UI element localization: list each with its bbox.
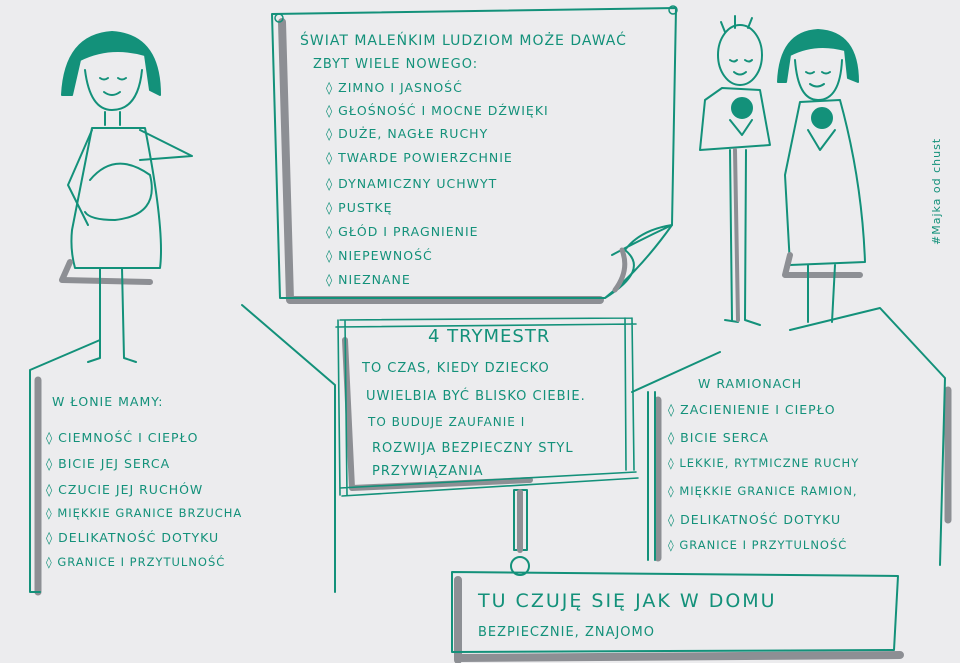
left-house-outline bbox=[29, 304, 336, 596]
list-item-label: Duże, nagłe ruchy bbox=[338, 126, 489, 141]
list-item-label: Pustkę bbox=[338, 200, 393, 215]
left-house-title: W łonie mamy: bbox=[52, 394, 164, 409]
list-item-label: Czucie jej ruchów bbox=[58, 482, 204, 497]
list-item: ◊ Bicie serca bbox=[668, 430, 769, 445]
top-card-title: Świat maleńkim ludziom może dawać bbox=[300, 33, 627, 49]
list-item: ◊ Miękkie granice brzucha bbox=[46, 506, 243, 520]
list-item-label: Granice i przytulność bbox=[679, 538, 848, 552]
list-item: ◊ Lekkie, rytmiczne ruchy bbox=[668, 456, 860, 470]
list-item-label: Bicie jej serca bbox=[58, 456, 171, 471]
list-item-label: Miękkie granice ramion, bbox=[679, 484, 858, 498]
list-item-label: Głód i pragnienie bbox=[338, 224, 479, 239]
list-item: ◊ Delikatność dotyku bbox=[668, 512, 842, 527]
bottom-box-line1: Tu czuję się jak w domu bbox=[478, 590, 777, 612]
list-item-label: Ciemność i ciepło bbox=[58, 430, 199, 445]
list-item: ◊ Czucie jej ruchów bbox=[46, 482, 204, 497]
list-item: ◊ Delikatność dotyku bbox=[46, 530, 220, 545]
list-item: ◊ Głośność i mocne dźwięki bbox=[326, 103, 549, 118]
list-item-label: Głośność i mocne dźwięki bbox=[338, 103, 549, 118]
list-item-label: Lekkie, rytmiczne ruchy bbox=[679, 456, 860, 470]
list-item: ◊ Twarde powierzchnie bbox=[326, 150, 513, 165]
list-item-label: Twarde powierzchnie bbox=[338, 150, 513, 165]
exclamation-mark bbox=[510, 489, 530, 576]
list-item: ◊ Granice i przytulność bbox=[668, 538, 848, 552]
list-item-label: Miękkie granice brzucha bbox=[57, 506, 243, 520]
center-card-line: To czas, kiedy dziecko bbox=[362, 361, 550, 376]
list-item: ◊ Zacienienie i ciepło bbox=[668, 402, 836, 417]
list-item: ◊ Miękkie granice ramion, bbox=[668, 484, 858, 498]
bottom-box-outline bbox=[451, 571, 904, 663]
signature: #Majka od chust bbox=[930, 137, 943, 245]
list-item: ◊ Zimno i jasność bbox=[326, 80, 463, 95]
list-item: ◊ Dynamiczny uchwyt bbox=[326, 176, 498, 191]
list-item-label: Granice i przytulność bbox=[57, 555, 226, 569]
right-house-title: W ramionach bbox=[698, 376, 803, 391]
center-card-line: To buduje zaufanie i bbox=[368, 415, 526, 429]
mother-figure bbox=[59, 31, 193, 363]
list-item: ◊ Niepewność bbox=[326, 248, 433, 263]
top-card-subtitle: zbyt wiele nowego: bbox=[313, 57, 479, 72]
parents-figures bbox=[699, 15, 866, 326]
center-card-title: 4 trymestr bbox=[428, 326, 551, 347]
center-card-line: uwielbia być blisko Ciebie. bbox=[366, 389, 586, 404]
bottom-box-line2: bezpiecznie, znajomo bbox=[478, 625, 655, 640]
list-item: ◊ Bicie jej serca bbox=[46, 456, 171, 471]
list-item: ◊ Duże, nagłe ruchy bbox=[326, 126, 489, 141]
list-item-label: Nieznane bbox=[338, 272, 411, 287]
center-card-line: przywiązania bbox=[372, 464, 484, 479]
list-item-label: Bicie serca bbox=[680, 430, 769, 445]
list-item-label: Delikatność dotyku bbox=[680, 512, 842, 527]
center-card-line: rozwija bezpieczny styl bbox=[372, 441, 574, 456]
list-item-label: Zacienienie i ciepło bbox=[680, 402, 836, 417]
list-item-label: Zimno i jasność bbox=[338, 80, 463, 95]
list-item: ◊ Pustkę bbox=[326, 200, 393, 215]
list-item: ◊ Ciemność i ciepło bbox=[46, 430, 199, 445]
right-house-outline bbox=[631, 307, 952, 566]
list-item: ◊ Głód i pragnienie bbox=[326, 224, 479, 239]
list-item-label: Niepewność bbox=[338, 248, 433, 263]
list-item-label: Delikatność dotyku bbox=[58, 530, 220, 545]
list-item: ◊ Granice i przytulność bbox=[46, 555, 226, 569]
center-card-outline bbox=[335, 317, 639, 497]
list-item: ◊ Nieznane bbox=[326, 272, 411, 287]
top-card-outline bbox=[271, 5, 678, 304]
list-item-label: Dynamiczny uchwyt bbox=[338, 176, 498, 191]
